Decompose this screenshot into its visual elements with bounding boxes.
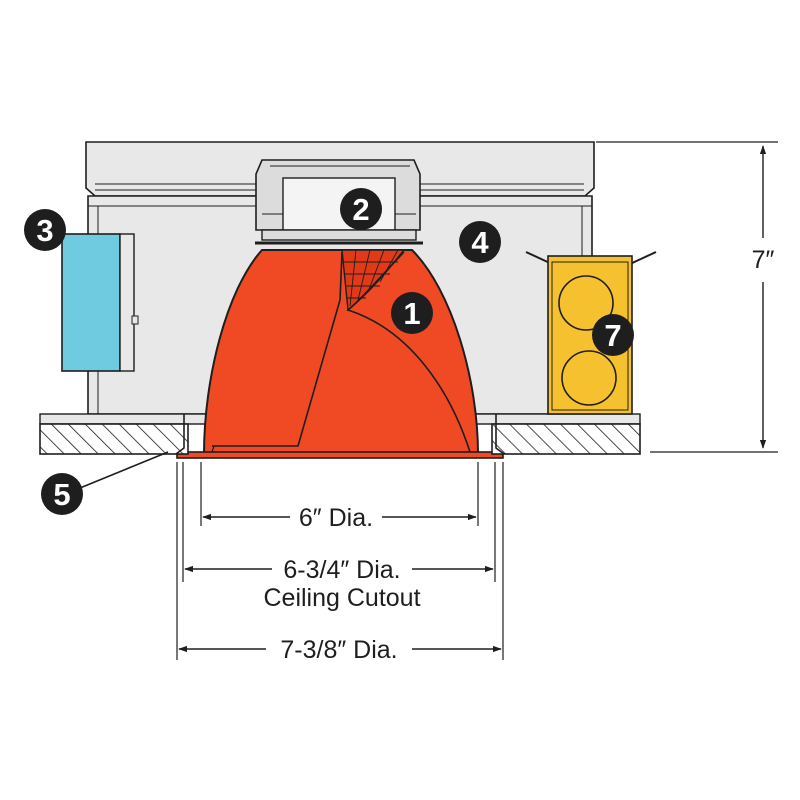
callout-1-badge: 1 <box>391 292 433 334</box>
callout-2-badge: 2 <box>340 188 382 230</box>
aperture-label: 6″ Dia. <box>299 504 373 532</box>
height-label: 7″ <box>752 246 775 274</box>
extension-lines <box>176 462 504 660</box>
flange-dimension: 7-3/8″ Dia. <box>178 636 502 664</box>
callout-5-badge: 5 <box>41 473 83 515</box>
knockout-upper <box>558 275 614 331</box>
callout-4-badge: 4 <box>459 221 501 263</box>
ceiling <box>39 423 641 455</box>
aperture-dimension: 6″ Dia. <box>202 504 477 532</box>
trim-flange <box>176 451 504 459</box>
knockout-lower <box>561 350 617 406</box>
callout-4-number: 4 <box>471 225 489 260</box>
callout-7-number: 7 <box>604 318 621 353</box>
cutout-label: 6-3/4″ Dia. <box>283 556 400 584</box>
callout-1-number: 1 <box>403 296 420 331</box>
lamp-socket-housing <box>255 159 423 245</box>
flange-label: 7-3/8″ Dia. <box>280 636 397 664</box>
height-dimension: 7″ <box>596 141 778 453</box>
callout-7-badge: 7 <box>592 314 634 356</box>
callout-3-number: 3 <box>36 213 53 248</box>
cutout-dimension: 6-3/4″ Dia. Ceiling Cutout <box>184 556 494 612</box>
cutout-note: Ceiling Cutout <box>263 584 420 612</box>
callout-3-badge: 3 <box>24 209 66 251</box>
ceiling-clip <box>79 414 505 489</box>
callout-5-number: 5 <box>53 477 70 512</box>
callout-2-number: 2 <box>352 192 369 227</box>
ballast-box <box>61 233 139 372</box>
